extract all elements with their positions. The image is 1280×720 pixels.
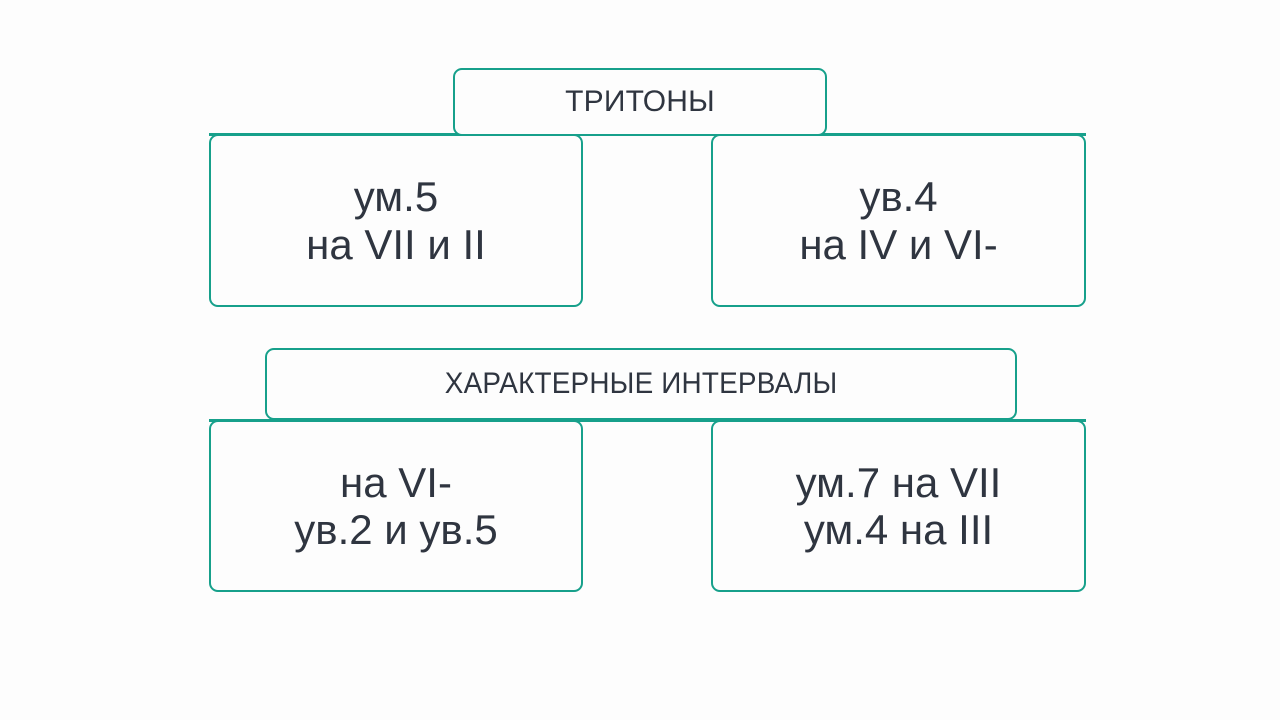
node-charint-left[interactable]: на VI- ув.2 и ув.5 (209, 420, 583, 592)
group-header-tritones[interactable]: ТРИТОНЫ (453, 68, 827, 136)
group-header-characteristic-intervals[interactable]: ХАРАКТЕРНЫЕ ИНТЕРВАЛЫ (265, 348, 1017, 420)
node-charint-left-label: на VI- ув.2 и ув.5 (294, 458, 498, 553)
group-header-tritones-label: ТРИТОНЫ (565, 85, 715, 119)
group-header-characteristic-intervals-label: ХАРАКТЕРНЫЕ ИНТЕРВАЛЫ (444, 367, 838, 401)
connector-horizontal-group2 (209, 419, 1086, 422)
node-tritone-left[interactable]: ум.5 на VII и II (209, 134, 583, 307)
node-tritone-left-label: ум.5 на VII и II (306, 173, 486, 268)
node-charint-right[interactable]: ум.7 на VII ум.4 на III (711, 420, 1086, 592)
node-tritone-right-label: ув.4 на IV и VI- (799, 173, 998, 268)
node-tritone-right[interactable]: ув.4 на IV и VI- (711, 134, 1086, 307)
node-charint-right-label: ум.7 на VII ум.4 на III (795, 458, 1002, 553)
